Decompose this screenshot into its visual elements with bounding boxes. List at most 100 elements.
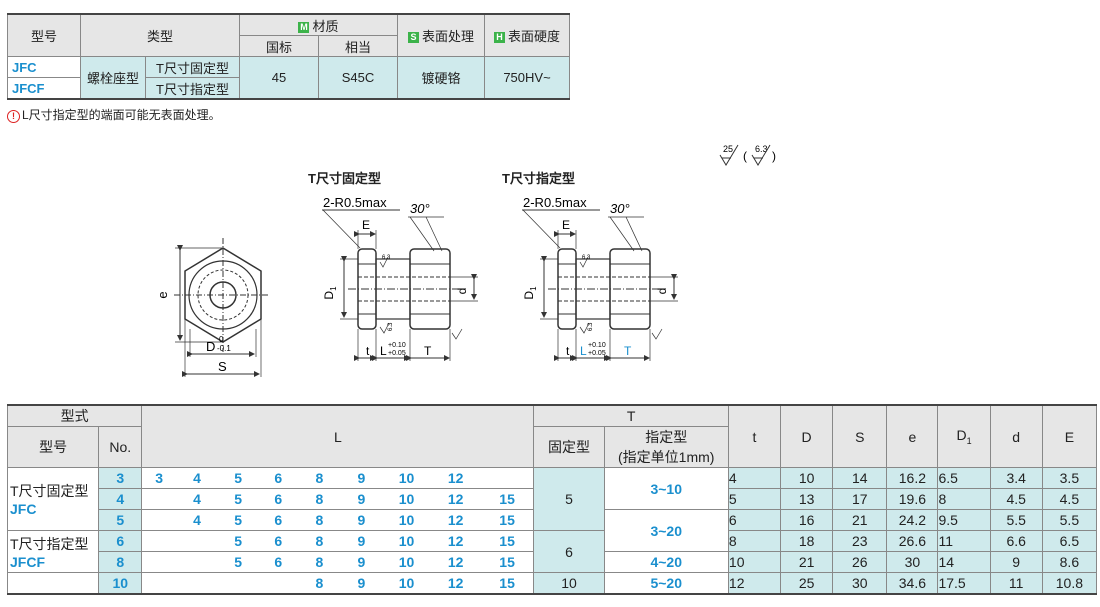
L-value <box>141 572 176 595</box>
dim-d-value: 13 <box>780 488 834 510</box>
hex-end-view: e D 0 -0.1 S <box>155 238 270 377</box>
L-value: 4 <box>175 509 219 531</box>
T-spec-value: 4~20 <box>603 551 729 573</box>
svg-text:(: ( <box>743 149 747 163</box>
dim-T-label-2: T <box>624 344 632 358</box>
model-jfc: JFC <box>7 56 81 78</box>
row-no: 8 <box>98 551 143 573</box>
type-main: 螺栓座型 <box>80 56 146 100</box>
dim-t-label-2: t <box>566 344 570 358</box>
L-value: 10 <box>382 551 431 573</box>
roughness-main-value: 25 <box>723 144 733 154</box>
dim-e-value: 8.6 <box>1041 551 1098 573</box>
L-value: 5 <box>218 551 259 573</box>
dim-d-value: 6.6 <box>989 530 1043 552</box>
dim-s-value: 30 <box>832 572 888 595</box>
chamfer-label-2: 2-R0.5max <box>523 195 587 210</box>
L-value <box>175 572 219 595</box>
T-spec-value: 5~20 <box>603 572 729 595</box>
type-specified: T尺寸指定型 <box>145 77 240 100</box>
header-T-fixed: 固定型 <box>533 426 605 468</box>
header-model: 型号 <box>7 13 81 57</box>
dim-s-value: 21 <box>832 509 888 531</box>
dim-e-value: 26.6 <box>886 530 939 552</box>
header-L: L <box>141 404 535 468</box>
L-value: 9 <box>340 572 383 595</box>
L-value <box>218 572 259 595</box>
dim-d-value: 4.5 <box>989 488 1043 510</box>
L-value: 15 <box>480 572 535 595</box>
dim-t-value: 4 <box>727 467 782 489</box>
dim-L-label-2: L <box>580 344 587 358</box>
L-value: 10 <box>382 509 431 531</box>
dim-e-value: 10.8 <box>1041 572 1098 595</box>
L-value: 6 <box>258 488 299 510</box>
angle-label: 30° <box>410 201 430 216</box>
tol-D-upper: 0 <box>219 335 224 344</box>
header-E: E <box>1041 404 1098 468</box>
rough-small-top: 6.3 <box>382 255 391 261</box>
L-value: 3 <box>141 467 176 489</box>
header-no: No. <box>98 426 143 468</box>
L-value: 6 <box>258 551 299 573</box>
L-value: 5 <box>218 530 259 552</box>
dimension-table: 型式 L T t D S e D1 d E 型号 No. 固定型 指定型(指定单… <box>6 404 1098 595</box>
dim-s-value: 26 <box>832 551 888 573</box>
dim-t-label: t <box>366 344 370 358</box>
L-value: 5 <box>218 467 259 489</box>
L-value: 5 <box>218 509 259 531</box>
dim-d1-value: 9.5 <box>937 509 991 531</box>
L-value: 8 <box>298 572 341 595</box>
dim-d-value: 3.4 <box>989 467 1043 489</box>
dim-D1-label: D1 <box>322 286 338 300</box>
roughness-symbol: 25 ( 6.3 ) <box>719 144 776 166</box>
dim-d-label-2: d <box>655 288 669 295</box>
L-value: 12 <box>430 488 481 510</box>
dim-e-label: e <box>155 291 170 298</box>
header-model: 型号 <box>6 426 100 468</box>
L-value: 9 <box>340 467 383 489</box>
roughness-alt-value: 6.3 <box>755 144 768 154</box>
dim-t-value: 6 <box>727 509 782 531</box>
rough-small-top-2: 6.3 <box>582 255 591 261</box>
header-t: t <box>727 404 782 468</box>
rough-small-bottom-2: 6.3 <box>588 322 594 331</box>
row-no: 6 <box>98 530 143 552</box>
dim-d1-value: 11 <box>937 530 991 552</box>
model-jfcf: JFCF <box>7 77 81 100</box>
header-type: 类型 <box>80 13 240 57</box>
L-value: 12 <box>430 551 481 573</box>
L-value: 8 <box>298 509 341 531</box>
dim-s-value: 14 <box>832 467 888 489</box>
dim-E-label: E <box>362 218 370 232</box>
L-value: 10 <box>382 530 431 552</box>
hardness-value: 750HV~ <box>484 56 570 100</box>
L-value: 12 <box>430 509 481 531</box>
L-value <box>141 509 176 531</box>
rough-small-bottom: 6.3 <box>388 322 394 331</box>
T-fixed-value: 6 <box>533 530 605 573</box>
side-view-fixed: 2-R0.5max 30° E D1 d 6.3 6.3 t L +0.10 +… <box>322 195 478 361</box>
header-D: D <box>780 404 834 468</box>
dim-d1-value: 14 <box>937 551 991 573</box>
dim-e-value: 16.2 <box>886 467 939 489</box>
dim-d-value: 11 <box>989 572 1043 595</box>
L-value: 12 <box>430 467 481 489</box>
tol-D-lower: -0.1 <box>217 344 231 353</box>
tol-L-lower-2: +0.05 <box>588 350 606 357</box>
dim-e-value: 6.5 <box>1041 530 1098 552</box>
L-value: 8 <box>298 551 341 573</box>
L-value: 4 <box>175 467 219 489</box>
L-value: 15 <box>480 530 535 552</box>
T-spec-value: 3~20 <box>603 509 729 552</box>
dim-t-value: 8 <box>727 530 782 552</box>
